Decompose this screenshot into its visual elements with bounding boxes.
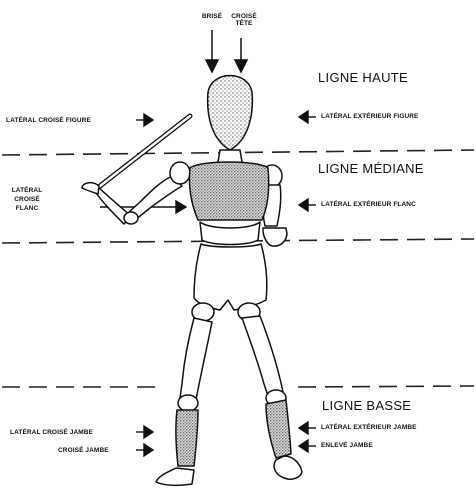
label-enleve-jambe: ENLEVÉ JAMBE <box>321 442 373 449</box>
shin-left <box>176 410 198 466</box>
foot-right <box>274 456 302 479</box>
label-lateral-croise-figure: LATÉRAL CROISÉ FIGURE <box>6 117 91 124</box>
arrow-lateral-croise-figure <box>144 114 153 126</box>
mannequin <box>82 76 302 486</box>
hand-right <box>263 228 287 246</box>
arrow-lateral-exterieur-flanc <box>299 199 308 211</box>
label-croise-tete-line1: CROISÉ <box>228 13 260 20</box>
label-lateral-croise-flanc-2: CROISÉ <box>2 196 52 203</box>
arrow-croise-jambe <box>144 444 153 456</box>
label-lateral-croise-flanc-1: LATÉRAL <box>2 187 52 194</box>
head <box>208 76 253 151</box>
arrow-lateral-exterieur-jambe <box>299 422 308 434</box>
elbow-left <box>124 212 138 224</box>
label-brise: BRISÉ <box>196 13 228 20</box>
arrow-lateral-exterieur-figure <box>299 111 308 123</box>
zone-title-basse: LIGNE BASSE <box>322 398 411 413</box>
label-croise-jambe: CROISÉ JAMBE <box>58 447 109 454</box>
waist <box>200 222 260 245</box>
arrow-lateral-croise-flanc <box>176 201 186 213</box>
chest <box>189 162 268 220</box>
divider-line-lower-right <box>298 386 474 387</box>
label-lateral-croise-flanc-3: FLANC <box>2 205 52 212</box>
shoulder-left <box>170 162 190 184</box>
thigh-left <box>180 318 212 400</box>
label-lateral-exterieur-jambe: LATÉRAL EXTÉRIEUR JAMBE <box>321 424 417 431</box>
foot-left <box>156 468 194 485</box>
arrow-enleve-jambe <box>299 440 308 452</box>
top-arrows <box>206 30 247 72</box>
knee-left <box>178 395 198 411</box>
pelvis <box>194 244 267 310</box>
zone-title-haute: LIGNE HAUTE <box>318 70 408 85</box>
arrow-lateral-croise-jambe <box>144 426 153 438</box>
zone-title-mediane: LIGNE MÉDIANE <box>318 161 424 176</box>
hand-left <box>82 183 99 194</box>
arrow-croise-tete-head <box>235 60 247 72</box>
label-lateral-exterieur-flanc: LATÉRAL EXTÉRIEUR FLANC <box>321 201 416 208</box>
label-lateral-croise-jambe: LATÉRAL CROISÉ JAMBE <box>10 429 93 436</box>
label-lateral-exterieur-figure: LATÉRAL EXTÉRIEUR FIGURE <box>321 113 419 120</box>
shin-right <box>266 400 291 458</box>
arrow-brise-head <box>206 60 218 72</box>
label-croise-tete-line2: TÊTE <box>228 20 260 27</box>
thigh-right <box>242 316 283 396</box>
